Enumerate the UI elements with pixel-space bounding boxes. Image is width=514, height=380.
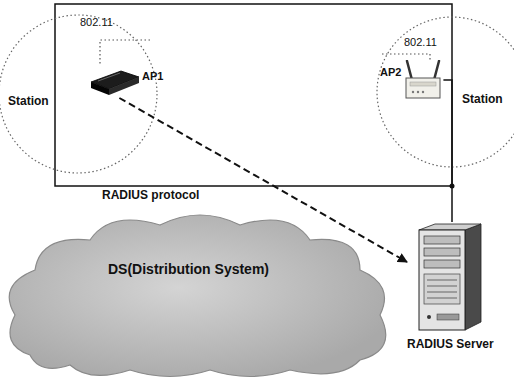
coverage-circle: AP2Station [376,16,514,168]
coverage-outline [0,15,157,173]
network-link [443,80,452,222]
access-point: AP2 [380,60,443,100]
radio-link [100,40,150,64]
radio-link [382,54,430,62]
building-outline [55,4,452,186]
cloud-shape [9,215,386,377]
coverage-circle: AP1Station [0,14,158,174]
standard-label: 802.11 [80,16,113,28]
cloud-shape [0,205,400,380]
access-point-icon [90,64,140,98]
access-point: AP1 [90,64,163,98]
distribution-cloud: DS(Distribution System) [0,205,400,380]
protocol-label: RADIUS protocol [100,188,201,202]
coverage-outline [377,17,514,167]
station-label: Station [462,92,503,106]
standard-label: 802.11 [404,36,437,48]
network-label: DS(Distribution System) [108,261,269,277]
server-icon [415,222,485,334]
server-label: RADIUS Server [407,337,494,351]
device-label: AP1 [142,70,163,82]
access-point-icon [403,60,443,100]
device-label: AP2 [380,66,401,78]
junction-dot [450,184,455,189]
station-label: Station [8,94,49,108]
radius-server: RADIUS Server [407,222,494,351]
